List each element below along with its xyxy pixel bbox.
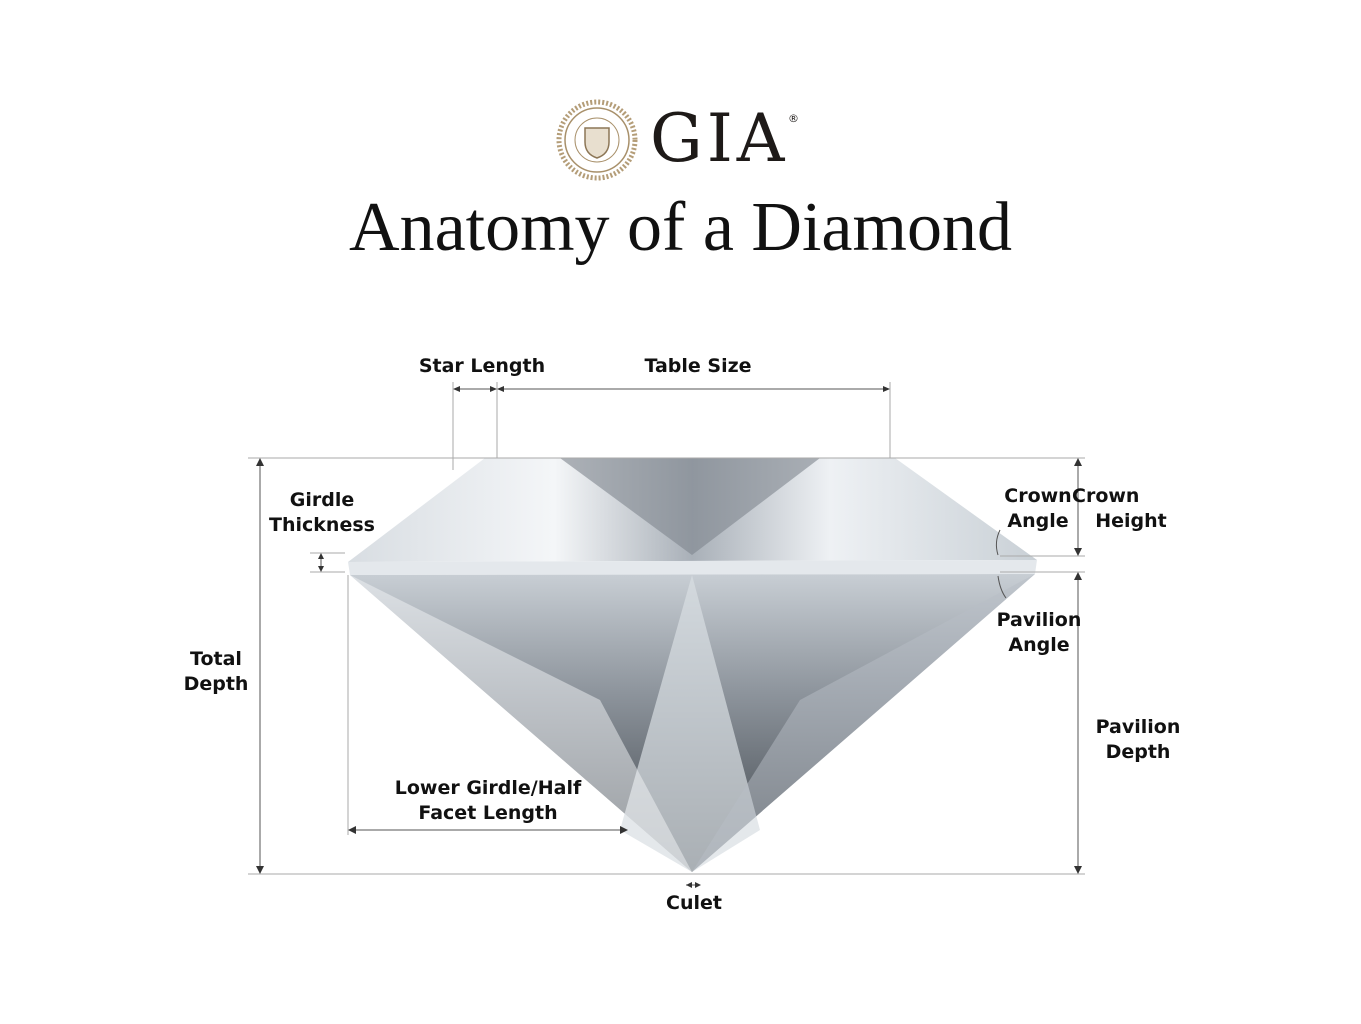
label-line: Crown [1072,485,1140,507]
label-line: Thickness [269,514,375,536]
label-pavilion-depth: Pavilion Depth [1093,715,1183,765]
label-line: Total [190,648,242,670]
label-line: Facet Length [418,802,558,824]
arrowheads [256,386,1082,888]
diamond-image [348,458,1037,872]
label-line: Pavilion [1095,716,1181,738]
label-line: Height [1095,510,1167,532]
label-total-depth: Total Depth [176,647,256,697]
label-line: Girdle [289,489,355,511]
page-title: Anatomy of a Diamond [349,189,1012,266]
label-culet: Culet [666,892,722,914]
label-line: Lower Girdle/Half [394,777,582,799]
label-line: Depth [1105,741,1171,763]
label-girdle-thickness: Girdle Thickness [262,488,382,538]
label-lower-girdle-half-facet-length: Lower Girdle/Half Facet Length [388,776,588,826]
label-crown-angle: Crown Angle [998,484,1078,534]
label-pavilion-angle: Pavilion Angle [994,608,1084,658]
gia-seal-logo [556,99,638,181]
label-line: Angle [1008,634,1070,656]
label-line: Depth [183,673,249,695]
label-line: Crown [1004,485,1072,507]
label-line: Angle [1007,510,1069,532]
measurement-lines [248,382,1085,886]
registered-mark: ® [788,112,799,125]
label-line: Pavilion [996,609,1082,631]
label-table-size: Table Size [644,355,752,377]
label-star-length: Star Length [418,355,546,377]
gia-logo-text: GIA [650,100,789,177]
label-crown-height: Crown Height [1070,484,1180,534]
